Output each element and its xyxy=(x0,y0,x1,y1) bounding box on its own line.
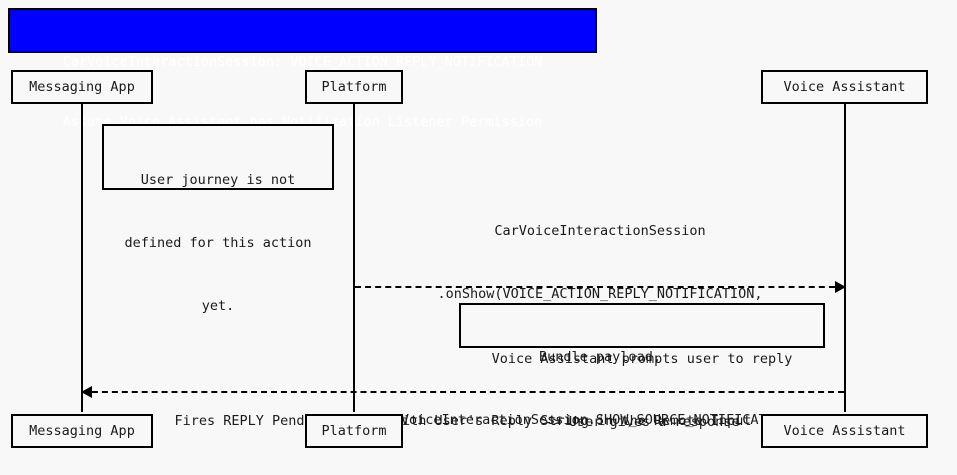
message-arrow-onshow xyxy=(355,281,846,293)
arrowhead-right-icon xyxy=(835,281,846,293)
note-voice-prompt: Voice Assistant prompts user to reply ->… xyxy=(459,303,825,430)
diagram-title-line-1: CarVoiceInteractionSession: VOICE_ACTION… xyxy=(62,54,543,70)
message-arrow-onshow-line xyxy=(355,286,845,288)
participant-foot-platform[interactable]: Platform xyxy=(305,414,403,448)
message-label-reply-intent: Fires REPLY Pending Intent with User's R… xyxy=(82,369,844,474)
participant-foot-messaging-app[interactable]: Messaging App xyxy=(11,414,153,448)
lifeline-voice-assistant xyxy=(844,104,846,412)
message-arrow-reply-intent xyxy=(81,386,844,398)
note-user-journey: User journey is not defined for this act… xyxy=(102,124,334,314)
note-user-journey-line-2: defined for this action xyxy=(124,235,312,251)
note-voice-prompt-line-1: Voice Assistant prompts user to reply xyxy=(491,351,793,367)
message-label-onshow-line-1: CarVoiceInteractionSession xyxy=(494,223,706,239)
message-label-onshow: CarVoiceInteractionSession .onShow(VOICE… xyxy=(356,179,844,473)
message-label-reply-intent-line-1: Fires REPLY Pending Intent with User's R… xyxy=(174,413,752,429)
participant-head-platform[interactable]: Platform xyxy=(305,70,403,104)
arrowhead-left-icon xyxy=(81,386,92,398)
lifeline-messaging-app xyxy=(81,104,83,412)
note-voice-prompt-line-2: -> User gives a response xyxy=(544,414,740,430)
note-user-journey-line-1: User journey is not xyxy=(140,172,296,188)
diagram-title-banner: CarVoiceInteractionSession: VOICE_ACTION… xyxy=(8,8,597,130)
participant-head-messaging-app[interactable]: Messaging App xyxy=(11,70,153,104)
participant-head-voice-assistant[interactable]: Voice Assistant xyxy=(761,70,928,104)
message-label-onshow-line-2: .onShow(VOICE_ACTION_REPLY_NOTIFICATION, xyxy=(437,286,763,302)
participant-foot-voice-assistant[interactable]: Voice Assistant xyxy=(761,414,928,448)
message-label-onshow-line-3: Bundle payload, xyxy=(539,349,661,365)
lifeline-platform xyxy=(353,104,355,412)
message-arrow-reply-intent-line xyxy=(82,391,844,393)
message-label-onshow-line-4: VoiceInteractionSession.SHOW_SOURCE_NOTI… xyxy=(400,412,800,428)
note-user-journey-line-3: yet. xyxy=(201,298,235,314)
